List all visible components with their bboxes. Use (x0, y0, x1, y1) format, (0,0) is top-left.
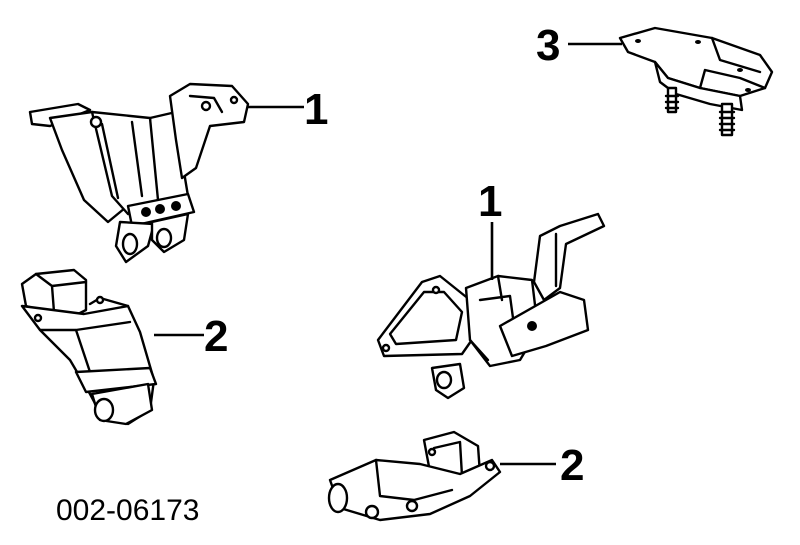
mount-part-2-bottom (327, 430, 502, 522)
callout-label-part-2-bottom: 2 (560, 441, 584, 490)
mount-part-3 (618, 26, 774, 137)
mount-part-1-lower (376, 212, 606, 400)
callout-label-part-2-left: 2 (204, 312, 228, 361)
document-number: 002-06173 (56, 494, 199, 527)
mount-part-1-upper (28, 82, 250, 264)
callout-label-part-1-lower: 1 (478, 177, 502, 226)
callout-label-part-3: 3 (536, 21, 560, 70)
mount-part-2-left (20, 268, 158, 426)
callout-label-part-1-upper: 1 (304, 85, 328, 134)
